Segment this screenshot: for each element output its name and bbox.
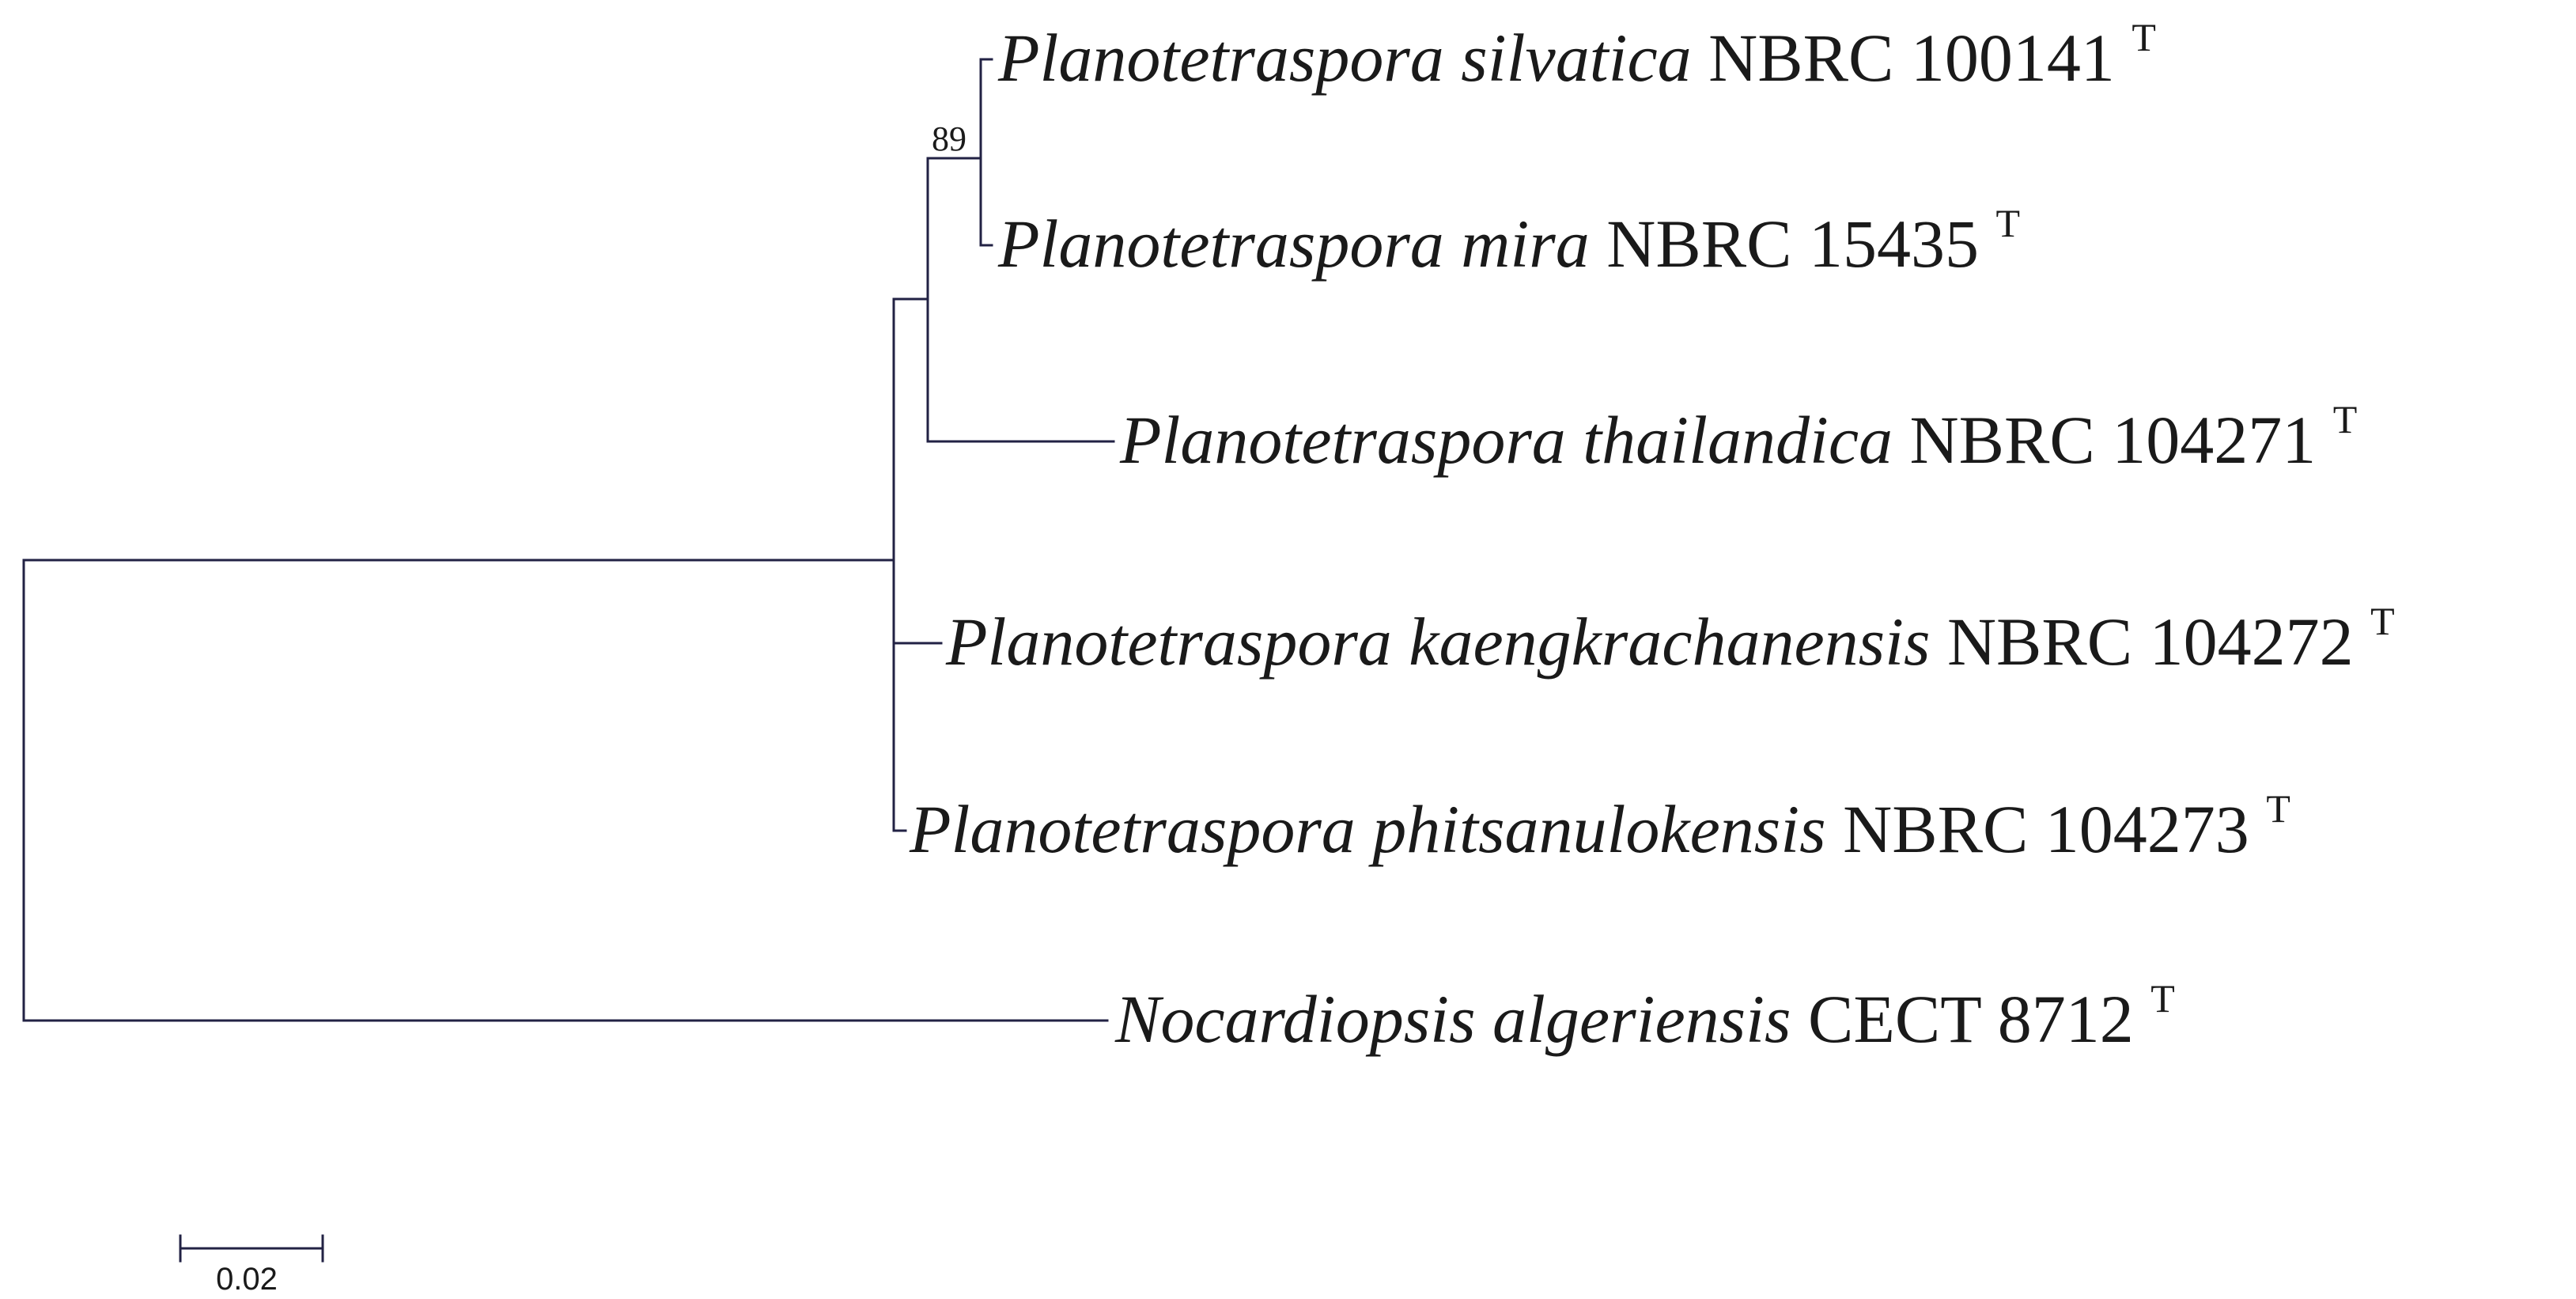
type-strain-mark: T [1995,201,2020,245]
strain-id: NBRC 15435 [1606,206,1979,282]
strain-id: NBRC 104273 [1843,791,2249,867]
type-strain-mark: T [2132,15,2156,59]
species-name: Nocardiopsis algeriensis [1114,981,1791,1057]
tree-branches [22,58,1115,1022]
scale-bar: 0.02 [179,1234,324,1297]
taxon-label-mira: Planotetraspora mira NBRC 15435 T [997,201,2020,282]
species-name: Planotetraspora kaengkrachanensis [945,604,1930,680]
species-name: Planotetraspora mira [997,206,1590,282]
strain-id: NBRC 104272 [1947,604,2354,680]
species-name: Planotetraspora silvatica [997,20,1692,96]
strain-id: CECT 8712 [1808,981,2134,1057]
scale-bar-label: 0.02 [216,1262,278,1297]
taxon-labels: Planotetraspora silvatica NBRC 100141 T … [909,15,2395,1057]
taxon-label-silvatica: Planotetraspora silvatica NBRC 100141 T [997,15,2156,96]
type-strain-mark: T [2150,976,2175,1021]
species-name: Planotetraspora thailandica [1119,402,1893,478]
taxon-label-algeriensis: Nocardiopsis algeriensis CECT 8712 T [1114,976,2175,1057]
taxon-label-thailandica: Planotetraspora thailandica NBRC 104271 … [1119,397,2357,478]
bootstrap-value: 89 [932,119,966,158]
taxon-label-phitsanulokensis: Planotetraspora phitsanulokensis NBRC 10… [909,786,2290,867]
type-strain-mark: T [2370,599,2395,643]
type-strain-mark: T [2266,786,2290,831]
strain-id: NBRC 100141 [1708,20,2115,96]
taxon-label-kaengkrachanensis: Planotetraspora kaengkrachanensis NBRC 1… [945,599,2395,680]
strain-id: NBRC 104271 [1910,402,2317,478]
species-name: Planotetraspora phitsanulokensis [909,791,1826,867]
type-strain-mark: T [2333,397,2358,441]
